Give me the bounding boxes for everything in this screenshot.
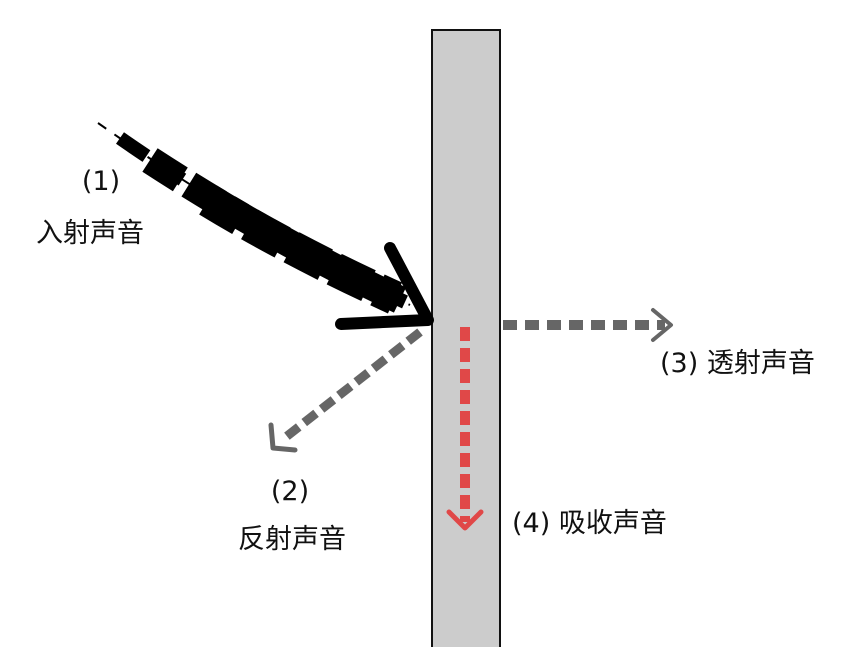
incident-arrowhead bbox=[335, 242, 434, 330]
incident-number-label: (1) bbox=[81, 166, 121, 197]
reflected-arrowhead bbox=[268, 422, 298, 453]
reflected-arrow bbox=[268, 328, 423, 453]
incident-arrow bbox=[97, 122, 434, 330]
absorbed-arrowhead bbox=[446, 509, 484, 531]
absorbed-arrow bbox=[446, 327, 484, 531]
transmitted-label: (3) 透射声音 bbox=[660, 348, 815, 379]
absorbed-label: (4) 吸收声音 bbox=[512, 508, 667, 539]
incident-text-label: 入射声音 bbox=[36, 218, 144, 249]
reflected-text-label: 反射声音 bbox=[238, 524, 346, 555]
transmitted-arrow bbox=[503, 308, 673, 342]
transmitted-arrowhead bbox=[651, 308, 673, 342]
reflected-number-label: (2) bbox=[270, 476, 310, 507]
